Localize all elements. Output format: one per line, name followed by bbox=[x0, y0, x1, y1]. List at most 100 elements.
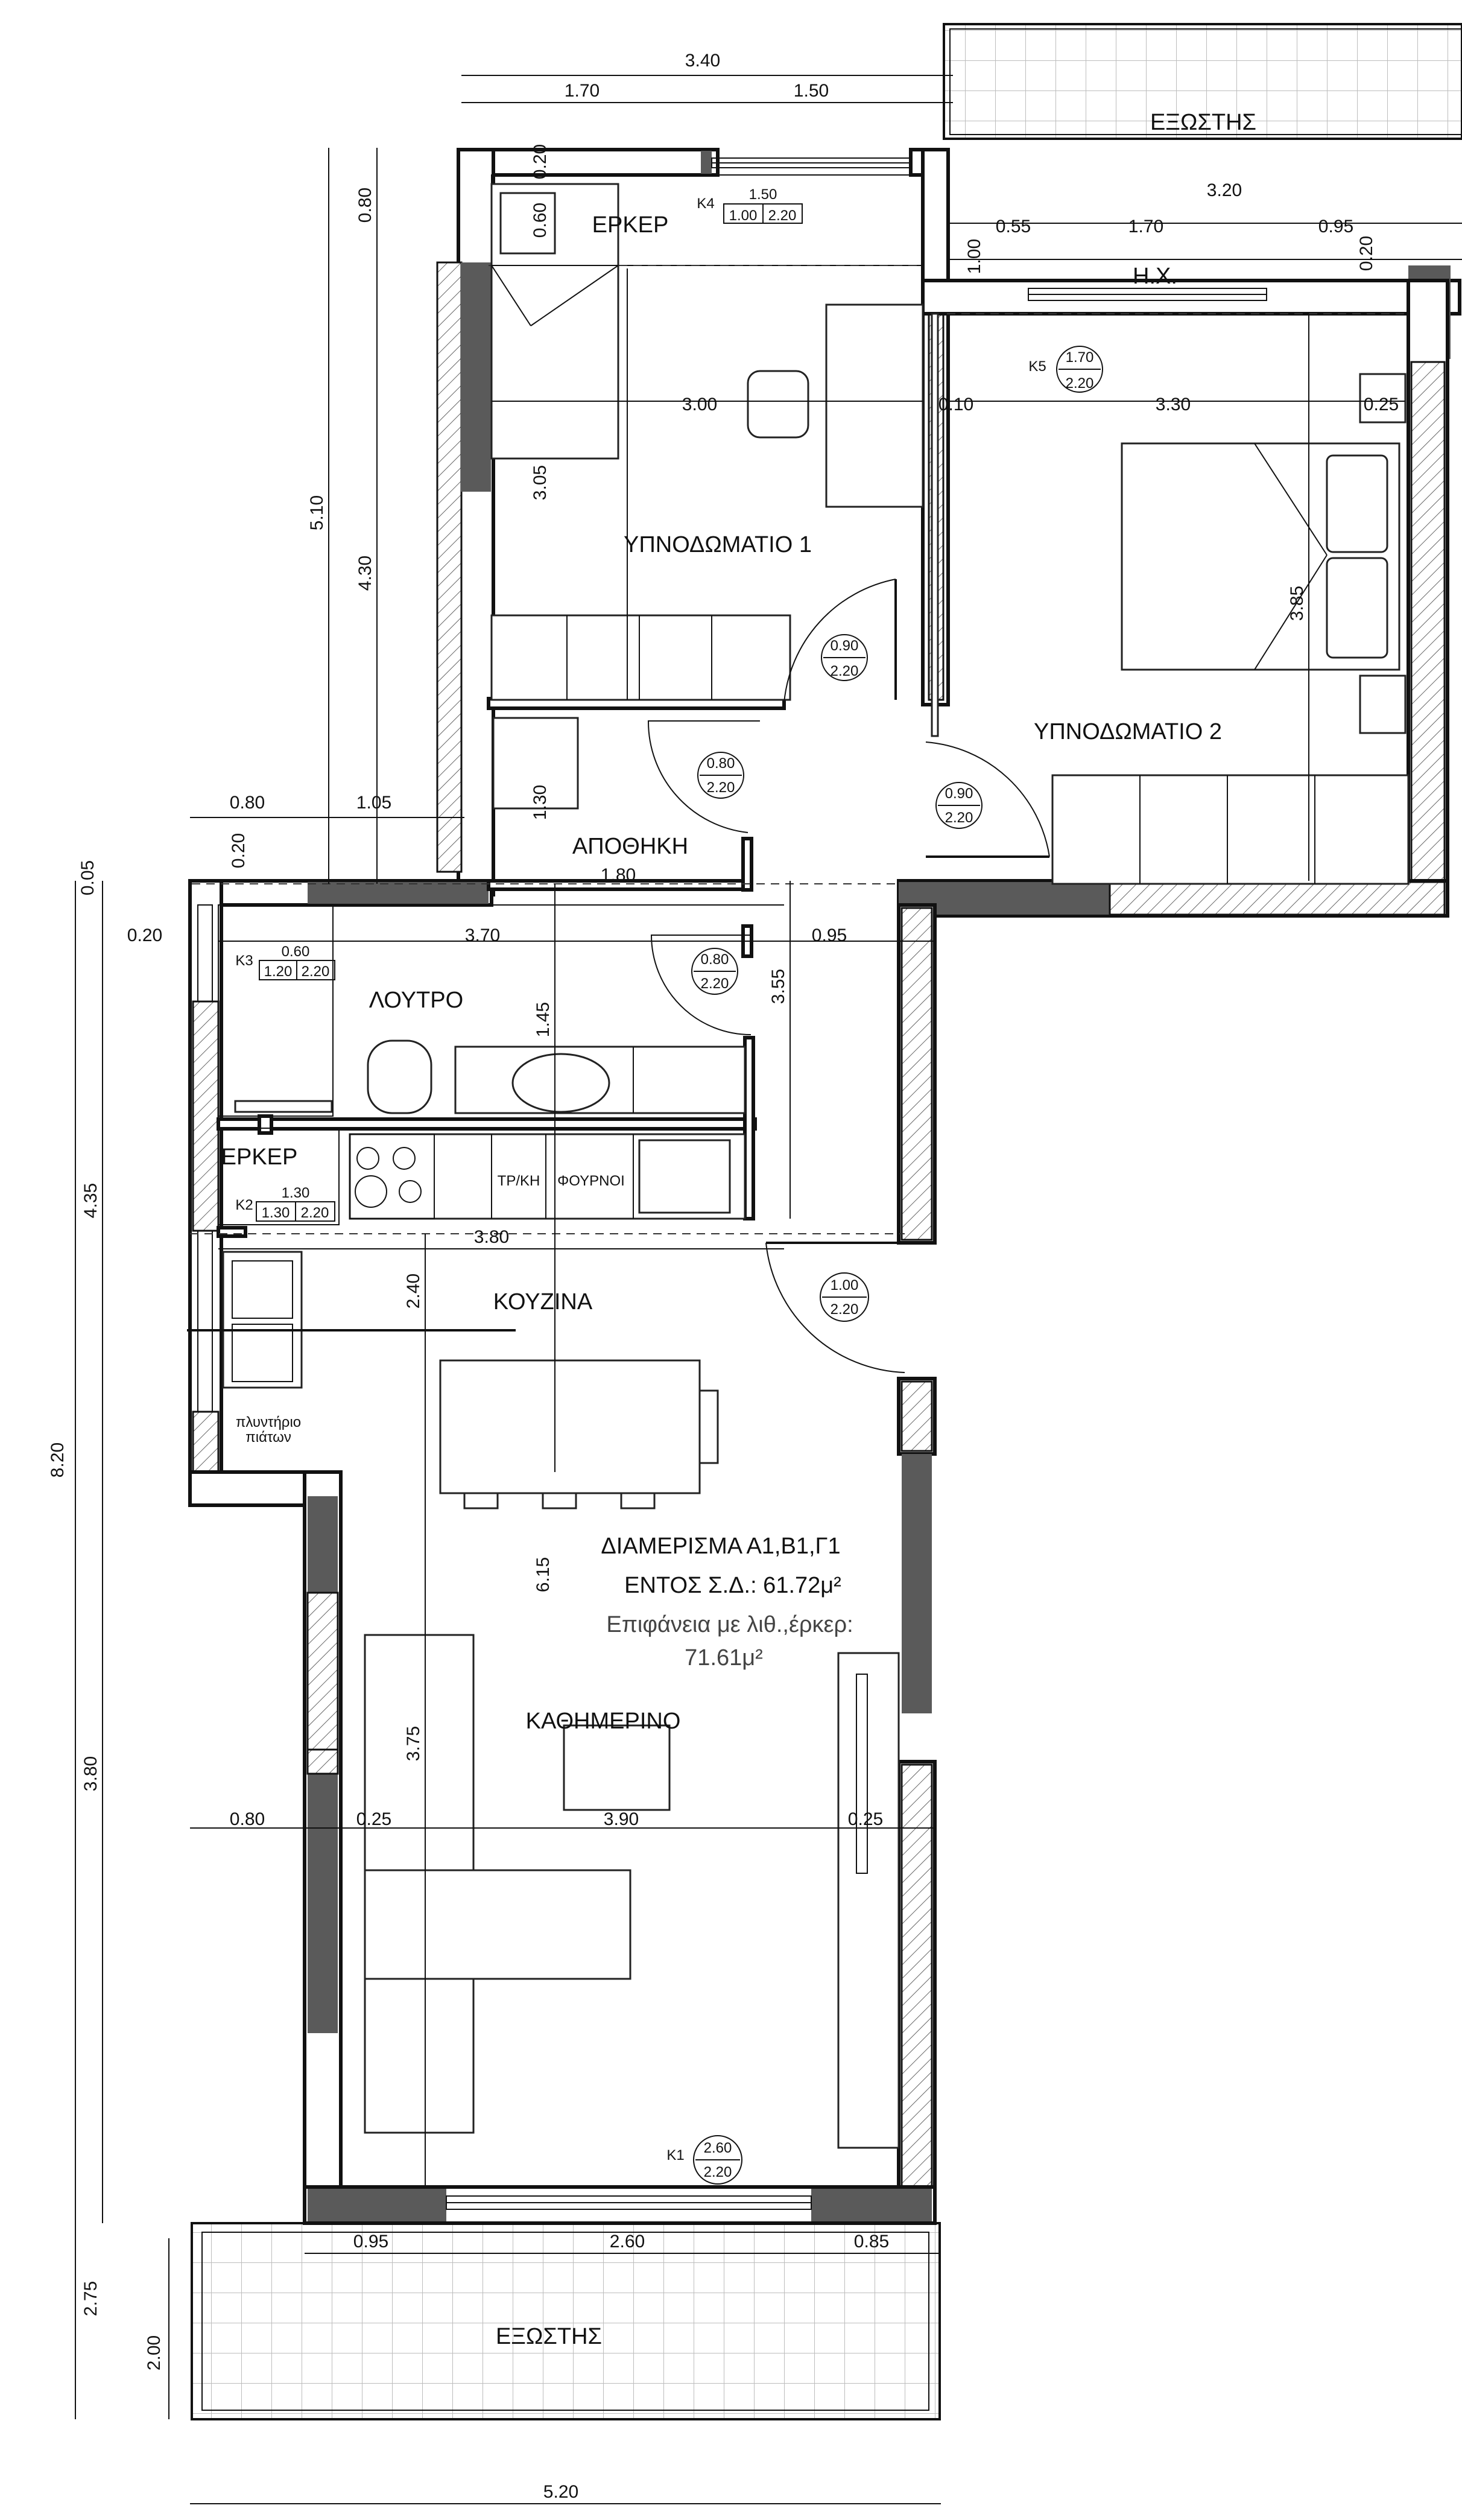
dim-bot-085: 0.85 bbox=[854, 2232, 889, 2252]
dim-top-total: 3.40 bbox=[685, 51, 720, 71]
svg-text:2.60: 2.60 bbox=[704, 2140, 732, 2156]
room-erker-top: ΕΡΚΕΡ bbox=[592, 212, 669, 238]
tag-door-storage: 0.80 2.20 bbox=[697, 752, 744, 799]
svg-text:0.80: 0.80 bbox=[701, 951, 729, 968]
svg-text:1.00: 1.00 bbox=[831, 1277, 859, 1293]
dim-erker-width-v: 0.60 bbox=[530, 203, 550, 238]
wardrobe-2 bbox=[1051, 774, 1410, 885]
dim-left-820: 8.20 bbox=[48, 1442, 68, 1477]
dim-bed2-010: 0.10 bbox=[938, 395, 973, 414]
window-k5[interactable] bbox=[1028, 288, 1267, 301]
door-bath[interactable] bbox=[650, 935, 752, 1035]
svg-text:1.20: 1.20 bbox=[264, 963, 293, 980]
dimension-lines bbox=[75, 75, 1462, 2504]
tag-k3: K3 0.60 1.20 2.20 bbox=[235, 944, 335, 980]
bathtub-edge bbox=[234, 1100, 333, 1113]
dim-left-435: 4.35 bbox=[81, 1183, 101, 1218]
dim-bot-095: 0.95 bbox=[353, 2232, 388, 2252]
dim-bath-355: 3.55 bbox=[768, 969, 788, 1004]
svg-text:0.60: 0.60 bbox=[282, 944, 310, 960]
dim-bed2-330: 3.30 bbox=[1156, 395, 1191, 414]
svg-text:0.90: 0.90 bbox=[945, 786, 973, 802]
svg-text:1.30: 1.30 bbox=[282, 1185, 310, 1201]
dim-hx-055: 0.55 bbox=[996, 217, 1031, 236]
toilet bbox=[367, 1039, 432, 1114]
dim-bath-145: 1.45 bbox=[533, 1002, 553, 1037]
dim-left-080: 0.80 bbox=[355, 188, 375, 223]
dim-bot-260: 2.60 bbox=[610, 2232, 645, 2252]
dim-left-275: 2.75 bbox=[81, 2281, 101, 2316]
tag-door-bed2: 0.90 2.20 bbox=[935, 782, 983, 829]
dim-hx-320: 3.20 bbox=[1207, 180, 1242, 200]
balcony-bottom bbox=[191, 2222, 941, 2420]
dim-liv-025a: 0.25 bbox=[356, 1809, 391, 1829]
door-entry[interactable] bbox=[765, 1242, 905, 1373]
svg-text:2.20: 2.20 bbox=[701, 976, 729, 992]
svg-text:K3: K3 bbox=[235, 953, 253, 969]
door-bed1[interactable] bbox=[783, 579, 896, 703]
dim-hx-095: 0.95 bbox=[1318, 217, 1353, 236]
tv-unit bbox=[837, 1652, 900, 2149]
svg-text:0.80: 0.80 bbox=[707, 755, 735, 772]
dim-hx-170: 1.70 bbox=[1128, 217, 1163, 236]
wardrobe-1 bbox=[490, 614, 791, 701]
room-bathroom: ΛΟΥΤΡΟ bbox=[369, 988, 463, 1013]
walls bbox=[188, 148, 1461, 2225]
door-bed2[interactable] bbox=[925, 741, 1050, 857]
label-dishwasher-1: πλυντήριο bbox=[236, 1414, 301, 1430]
room-bedroom-2: ΥΠΝΟΔΩΜΑΤΙΟ 2 bbox=[1034, 719, 1222, 744]
nightstand-2 bbox=[1359, 674, 1407, 734]
tag-k1: K1 2.60 2.20 bbox=[666, 2135, 742, 2185]
windows bbox=[197, 157, 1267, 2210]
svg-text:1.00: 1.00 bbox=[729, 208, 758, 224]
room-living: ΚΑΘΗΜΕΡΙΝΟ bbox=[526, 1709, 681, 1734]
svg-text:1.30: 1.30 bbox=[262, 1205, 290, 1221]
apartment-name: ΔΙΑΜΕΡΙΣΜΑ Α1,Β1,Γ1 bbox=[601, 1534, 840, 1559]
oven-unit bbox=[638, 1139, 731, 1214]
tag-door-bed1: 0.90 2.20 bbox=[821, 634, 868, 681]
window-k4[interactable] bbox=[711, 157, 911, 168]
tag-k5: K5 1.70 2.20 bbox=[1028, 346, 1103, 393]
room-bedroom-1: ΥΠΝΟΔΩΜΑΤΙΟ 1 bbox=[624, 532, 812, 557]
dim-bath-020: 0.20 bbox=[127, 925, 162, 945]
dim-liv-025b: 0.25 bbox=[848, 1809, 883, 1829]
dim-kit-380: 3.80 bbox=[474, 1227, 509, 1247]
nightstand-1 bbox=[1359, 373, 1407, 424]
furniture bbox=[222, 183, 1410, 2149]
door-storage[interactable] bbox=[647, 720, 760, 833]
dim-left2-020: 0.20 bbox=[229, 833, 248, 868]
dining-table bbox=[439, 1359, 701, 1494]
apartment-surface-2: 71.61μ² bbox=[685, 1645, 763, 1671]
svg-text:K4: K4 bbox=[697, 195, 714, 212]
labels: ΕΞΩΣΤΗΣ ΕΡΚΕΡ Η.Χ. ΥΠΝΟΔΩΜΑΤΙΟ 1 ΥΠΝΟΔΩΜ… bbox=[48, 51, 1399, 2502]
dim-bed2-025: 0.25 bbox=[1364, 395, 1399, 414]
svg-text:2.20: 2.20 bbox=[301, 1205, 329, 1221]
dim-kit-240: 2.40 bbox=[403, 1274, 423, 1309]
dim-left-380: 3.80 bbox=[81, 1756, 101, 1791]
balcony-top bbox=[943, 23, 1462, 140]
svg-text:2.20: 2.20 bbox=[1066, 375, 1094, 392]
dim-left-430: 4.30 bbox=[355, 556, 375, 591]
window-k3[interactable] bbox=[197, 904, 213, 1002]
dim-left-005: 0.05 bbox=[78, 860, 98, 895]
sofa-chaise bbox=[364, 1869, 631, 1980]
svg-text:1.70: 1.70 bbox=[1066, 349, 1094, 366]
svg-text:0.90: 0.90 bbox=[831, 638, 859, 654]
dim-bed1-305: 3.05 bbox=[530, 465, 550, 500]
dim-bed2-385: 3.85 bbox=[1287, 586, 1307, 621]
window-k1[interactable] bbox=[446, 2195, 812, 2210]
svg-text:K5: K5 bbox=[1028, 358, 1046, 375]
svg-text:2.20: 2.20 bbox=[302, 963, 330, 980]
sink bbox=[511, 1053, 610, 1113]
svg-text:K1: K1 bbox=[666, 2147, 684, 2163]
svg-text:2.20: 2.20 bbox=[704, 2164, 732, 2180]
room-balcony-top: ΕΞΩΣΤΗΣ bbox=[1150, 110, 1256, 135]
dim-erker-depth: 0.20 bbox=[530, 144, 550, 179]
svg-text:K2: K2 bbox=[235, 1197, 253, 1213]
window-k2[interactable] bbox=[197, 1230, 213, 1412]
dim-bath-095: 0.95 bbox=[812, 925, 847, 945]
dim-liv-390: 3.90 bbox=[604, 1809, 639, 1829]
label-dishwasher-2: πιάτων bbox=[245, 1429, 291, 1446]
dim-store-180: 1.80 bbox=[601, 865, 636, 885]
